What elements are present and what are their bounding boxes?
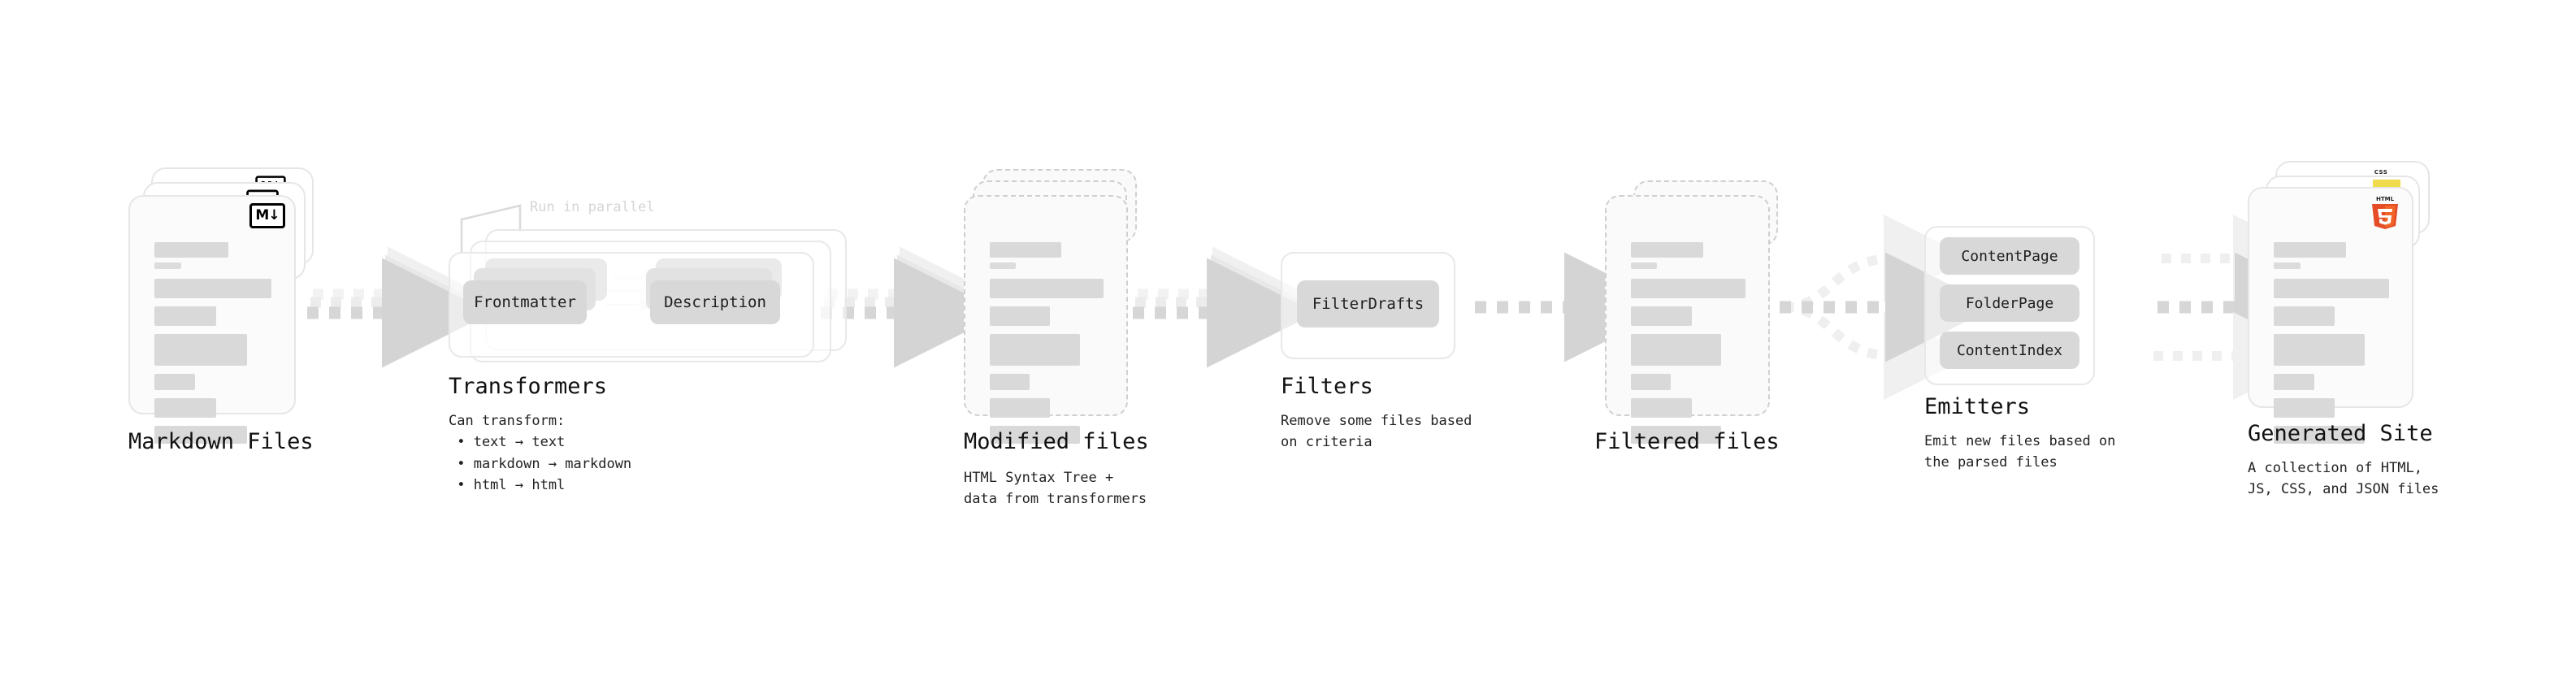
stage-caption-transformers: Can transform: • text → text • markdown … <box>449 413 632 494</box>
run-in-parallel-annotation: Run in parallel <box>530 199 655 215</box>
stage-caption-emitters: Emit new files based on the parsed files <box>1924 433 2116 471</box>
emitter-chip-contentpage[interactable]: ContentPage <box>1940 237 2079 275</box>
stage-caption-generated-site: A collection of HTML, JS, CSS, and JSON … <box>2248 460 2439 498</box>
skeleton-bar <box>990 262 1017 269</box>
skeleton-bar <box>1631 242 1703 258</box>
skeleton-bar <box>1631 279 1746 298</box>
skeleton-bar <box>154 262 182 269</box>
stage-heading-generated-site: Generated Site <box>2248 421 2433 446</box>
skeleton-bar <box>154 242 228 258</box>
skeleton-bar <box>2274 279 2389 298</box>
filtered-card-front[interactable] <box>1605 195 1770 444</box>
markdown-card-front[interactable] <box>128 195 296 444</box>
skeleton-bar <box>1631 374 1672 390</box>
stage-caption-filters: Remove some files based on criteria <box>1281 413 1472 451</box>
skeleton-bar <box>1631 306 1692 326</box>
skeleton-bar <box>2274 398 2335 418</box>
arrow-modified-to-filters <box>1133 246 1316 368</box>
skeleton-bar <box>2274 306 2335 326</box>
markdown-badge-icon: M↓ <box>249 203 285 228</box>
stage-heading-filters: Filters <box>1281 374 1373 399</box>
skeleton-bar <box>2274 334 2366 366</box>
skeleton-bar <box>2274 242 2347 258</box>
site-skeleton <box>2274 242 2389 452</box>
arrow-filtered-to-emitters <box>1780 215 1995 400</box>
skeleton-bar <box>990 374 1030 390</box>
skeleton-bar <box>154 398 217 418</box>
skeleton-bar <box>990 306 1051 326</box>
skeleton-bar <box>154 426 247 444</box>
skeleton-bar <box>990 334 1080 366</box>
skeleton-bar <box>2274 426 2366 444</box>
html5-badge-icon: HTML <box>2369 193 2401 231</box>
emitter-chip-contentindex[interactable]: ContentIndex <box>1940 332 2079 369</box>
modified-skeleton <box>990 242 1104 452</box>
filter-chip-filterdrafts[interactable]: FilterDrafts <box>1297 280 1439 327</box>
skeleton-bar <box>154 334 247 366</box>
skeleton-bar <box>990 426 1080 444</box>
stage-caption-modified-files: HTML Syntax Tree + data from transformer… <box>964 470 1147 508</box>
transformer-chip-frontmatter[interactable]: Frontmatter <box>463 280 587 324</box>
skeleton-bar <box>2274 262 2301 269</box>
skeleton-bar <box>990 242 1062 258</box>
skeleton-bar <box>990 279 1104 298</box>
emitter-chip-folderpage[interactable]: FolderPage <box>1940 284 2079 322</box>
skeleton-bar <box>154 374 196 390</box>
skeleton-bar <box>1631 262 1658 269</box>
stage-heading-emitters: Emitters <box>1924 394 2031 419</box>
skeleton-bar <box>154 306 217 326</box>
arrow-markdown-to-transformers <box>307 246 492 368</box>
arrow-emitters-to-site <box>2153 215 2344 400</box>
modified-card-front[interactable] <box>964 195 1128 444</box>
site-card-front[interactable] <box>2248 187 2413 444</box>
markdown-skeleton <box>154 242 271 452</box>
transformer-chip-description[interactable]: Description <box>650 280 780 324</box>
skeleton-bar <box>1631 426 1722 444</box>
skeleton-bar <box>154 279 271 298</box>
stage-heading-modified-files: Modified files <box>964 429 1149 454</box>
svg-text:HTML: HTML <box>2376 196 2395 202</box>
filtered-skeleton <box>1631 242 1746 452</box>
stage-heading-transformers: Transformers <box>449 374 608 399</box>
skeleton-bar <box>1631 334 1722 366</box>
stage-heading-markdown-files: Markdown Files <box>128 429 314 454</box>
skeleton-bar <box>2274 374 2314 390</box>
skeleton-bar <box>1631 398 1692 418</box>
stage-heading-filtered-files: Filtered files <box>1594 429 1780 454</box>
skeleton-bar <box>990 398 1051 418</box>
